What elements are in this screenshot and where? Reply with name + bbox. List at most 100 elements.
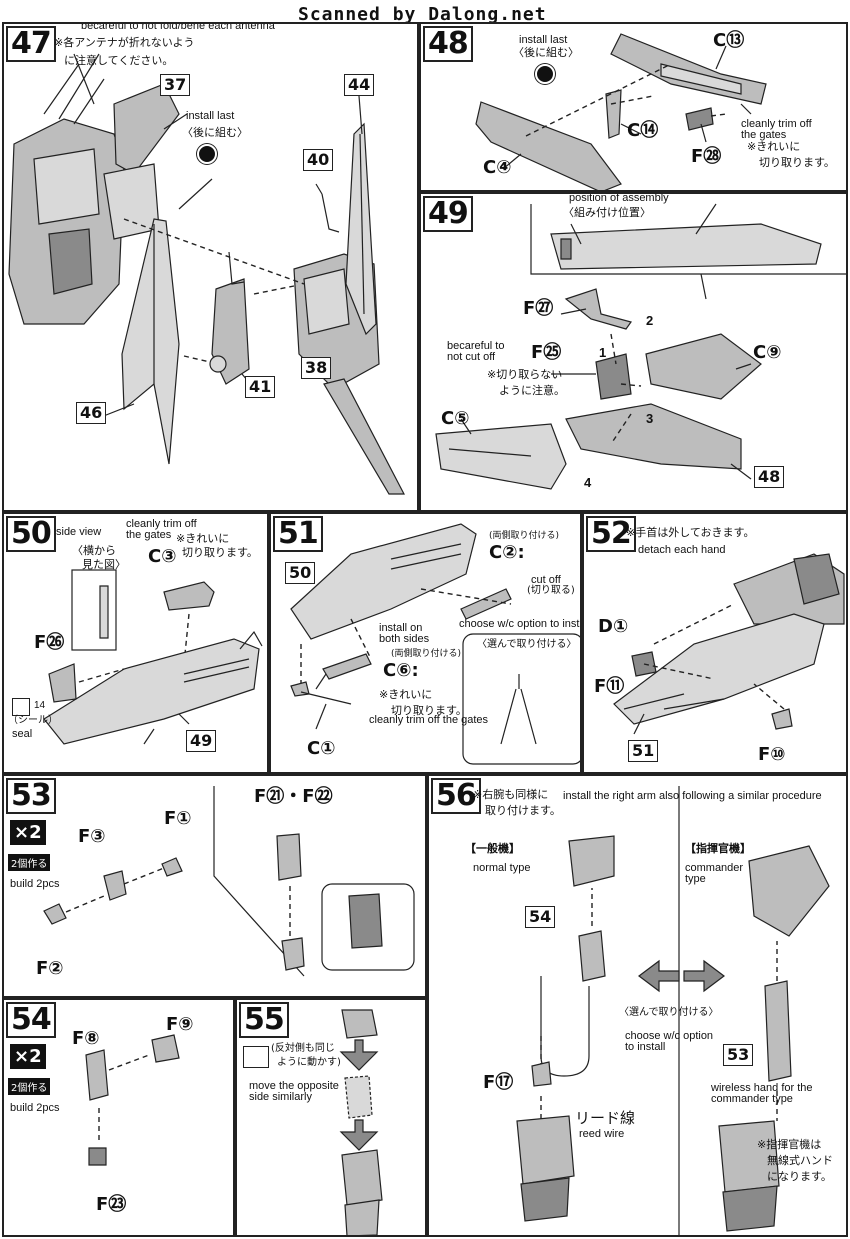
part-37-label: 37 [160, 74, 191, 96]
antenna-note-en: becareful to not fold/bene each antenna [81, 22, 275, 32]
step-52-panel: 52 ※手首は外しておきます。 detach each hand D① F⑪ 5… [582, 512, 848, 774]
careful-note-jp-1: ※切り取らない [487, 368, 563, 381]
right-arm-note-en: install the right arm also following a s… [563, 790, 822, 802]
multiply-two-badge: ×2 [10, 820, 46, 845]
step-marker-2: 2 [646, 313, 654, 328]
part-53-label: 53 [723, 1044, 754, 1066]
careful-note-en-2: not cut off [447, 351, 496, 363]
choose-option-en-1: choose w/c option [625, 1030, 714, 1042]
step-54-panel: 54 ×2 2個作る build 2pcs F⑧ F⑨ F㉓ [2, 998, 235, 1237]
part-41-label: 41 [245, 376, 276, 398]
step-47-illustration [8, 53, 405, 495]
multiply-two-badge: ×2 [10, 1044, 46, 1069]
trim-note-jp-1: ※きれいに [176, 532, 230, 545]
part-f17-label: F⑰ [483, 1072, 514, 1093]
part-c5-label: C⑤ [441, 408, 470, 429]
step-number: 49 [423, 196, 473, 232]
install-last-marker-icon [197, 144, 217, 164]
cut-off-jp: (切り取る) [527, 585, 575, 596]
part-f3-label: F③ [78, 826, 106, 847]
part-51-label: 51 [628, 740, 659, 762]
build-two-jp: 2個作る [8, 854, 51, 871]
build-two-jp: 2個作る [8, 1078, 51, 1095]
part-c1-label: C① [307, 738, 336, 759]
install-last-en: install last [186, 110, 235, 122]
careful-note-jp-2: ように注意。 [499, 384, 565, 397]
part-f23-label: F㉓ [96, 1194, 127, 1215]
step-52-illustration [613, 553, 845, 735]
position-note-jp: 〈組み付け位置〉 [563, 206, 651, 219]
part-f2-label: F② [36, 958, 64, 979]
step-50-panel: 50 side view 〈横から 見た図〉 cleanly trim off … [2, 512, 269, 774]
step-number: 51 [273, 516, 323, 552]
move-arrow-icon [243, 1046, 269, 1068]
trim-note-jp-2: 切り取ります。 [182, 546, 258, 559]
position-note-en: position of assembly [569, 192, 669, 204]
step-51-illustration [290, 523, 580, 765]
step-number: 48 [423, 26, 473, 62]
part-f25-label: F㉕ [531, 342, 562, 363]
part-c3-label: C③ [148, 546, 177, 567]
step-marker-3: 3 [646, 411, 654, 426]
part-f8-label: F⑧ [72, 1028, 100, 1049]
part-48-label: 48 [754, 466, 785, 488]
trim-note-jp-1: ※きれいに [747, 140, 801, 153]
part-54-label: 54 [525, 906, 556, 928]
step-53-panel: 53 ×2 2個作る build 2pcs F③ F① F② F㉑・F㉒ [2, 774, 427, 998]
step-54-illustration [85, 1034, 180, 1166]
step-49-illustration [435, 203, 846, 490]
part-f28-label: F㉘ [691, 146, 722, 167]
trim-note-en-1: cleanly trim off [126, 518, 197, 530]
choose-option-en: choose w/c option to install [459, 618, 582, 630]
step-47-panel: 47 becareful to not fold/bene each anten… [2, 22, 419, 512]
choose-option-en-2: to install [625, 1041, 666, 1053]
seal-en: seal [12, 728, 33, 740]
part-49-label: 49 [186, 730, 217, 752]
step-51-panel: 51 50 (両側取り付ける) C②: cut off (切り取る) insta… [269, 512, 582, 774]
right-arm-note-jp-2: 取り付けます。 [485, 804, 561, 817]
part-c14-label: C⑭ [627, 120, 659, 141]
cut-off-en: cut off [531, 574, 561, 586]
part-f26-label: F㉖ [34, 632, 65, 653]
install-last-marker-icon [535, 64, 555, 84]
choose-option-jp: 〈選んで取り付ける〉 [477, 639, 577, 650]
part-c4-label: C④ [483, 157, 512, 178]
trim-note-en: cleanly trim off the gates [369, 714, 489, 726]
step-marker-4: 4 [584, 475, 592, 490]
commander-type-jp: 【指揮官機】 [685, 842, 751, 855]
step-56-illustration [516, 786, 830, 1235]
step-49-panel: 49 position of assembly 〈組み付け位置〉 F㉗ beca… [419, 192, 848, 512]
commander-type-en-2: type [685, 873, 706, 885]
wireless-note-en-1: wireless hand for the [711, 1082, 813, 1094]
build-two-en: build 2pcs [10, 878, 60, 890]
part-f10-label: F⑩ [758, 744, 786, 765]
step-48-illustration [475, 33, 767, 190]
trim-note-jp-1: ※きれいに [379, 688, 433, 701]
wireless-note-jp-1: ※指揮官機は [757, 1138, 822, 1151]
part-46-label: 46 [76, 402, 107, 424]
step-48-panel: 48 install last 〈後に組む〉 C⑬ cleanly trim o… [419, 22, 848, 192]
side-view-jp-1: 〈横から [72, 544, 116, 557]
part-c9-label: C⑨ [753, 342, 782, 363]
c6-install-jp: (両側取り付ける) [391, 649, 462, 659]
antenna-note-jp-1: ※各アンテナが折れないよう [54, 36, 195, 49]
step-number: 53 [6, 778, 56, 814]
reed-wire-en: reed wire [579, 1128, 625, 1140]
install-last-jp: 〈後に組む〉 [513, 46, 579, 59]
move-note-en-2: side similarly [249, 1091, 312, 1103]
part-c2-label: C②: [489, 542, 525, 563]
trim-note-jp-2: 切り取ります。 [759, 156, 835, 169]
c2-install-jp: (両側取り付ける) [489, 531, 560, 541]
seal-number: 14 [34, 700, 46, 711]
step-number: 50 [6, 516, 56, 552]
move-note-en-1: move the opposite [249, 1080, 339, 1092]
side-view-jp-2: 見た図〉 [82, 558, 126, 571]
part-f1-label: F① [164, 808, 192, 829]
move-note-jp-1: (反対側も同じ [271, 1043, 335, 1054]
detach-note-jp: ※手首は外しておきます。 [626, 526, 755, 539]
step-number: 55 [239, 1002, 289, 1038]
move-note-jp-2: ように動かす) [277, 1057, 341, 1068]
part-c13-label: C⑬ [713, 30, 745, 51]
wireless-note-en-2: commander type [711, 1093, 793, 1105]
